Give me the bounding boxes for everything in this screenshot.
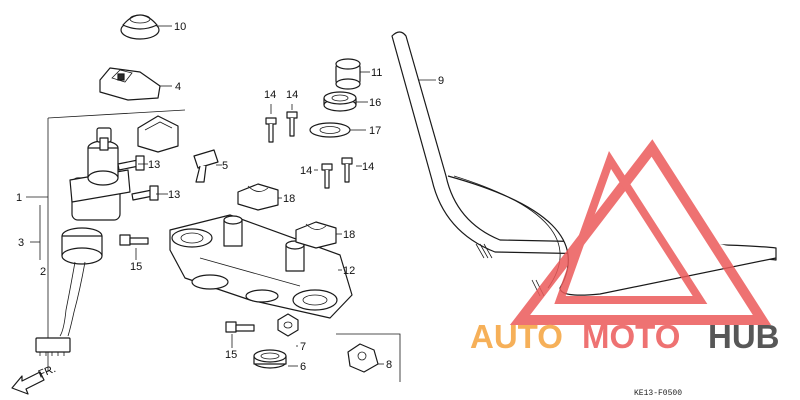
part-15-bolt-lower — [225, 321, 255, 333]
callout-18-upper: 18 — [283, 193, 295, 205]
part-15-bolt-upper — [119, 234, 149, 246]
part-17-washer — [309, 122, 351, 138]
part-3-contact-base — [35, 227, 103, 356]
watermark-text-moto: MOTO — [582, 318, 680, 355]
part-14-bolt-d — [341, 157, 353, 183]
watermark-text-auto: AUTO — [470, 318, 563, 355]
callout-14-a: 14 — [264, 89, 276, 101]
callout-14-c: 14 — [300, 165, 312, 177]
callout-4: 4 — [175, 81, 181, 93]
callout-15-lower: 15 — [225, 349, 237, 361]
part-7-nut — [277, 313, 299, 337]
callout-2: 2 — [40, 266, 46, 278]
callout-9: 9 — [438, 75, 444, 87]
part-12-top-bridge — [169, 214, 353, 319]
callout-18-lower: 18 — [343, 229, 355, 241]
callout-7: 7 — [300, 341, 306, 353]
part-5-key — [193, 149, 219, 183]
part-18-holder-upper — [237, 183, 279, 211]
part-16-nut — [323, 91, 357, 112]
direction-label: FR. — [37, 363, 58, 381]
part-13-screw-lower — [131, 185, 159, 201]
leader-lines — [26, 25, 436, 367]
callouts: 10 4 1 2 3 13 13 5 14 14 14 14 11 16 17 … — [16, 21, 444, 373]
callout-1: 1 — [16, 192, 22, 204]
watermark-triangle-inner — [554, 150, 708, 304]
callout-16: 16 — [369, 97, 381, 109]
watermark: AUTO MOTO HUB — [470, 139, 780, 355]
callout-5: 5 — [222, 160, 228, 172]
callout-15-upper: 15 — [130, 261, 142, 273]
part-14-bolt-c — [321, 163, 333, 189]
part-14-bolt-a — [265, 117, 277, 143]
callout-8: 8 — [386, 359, 392, 371]
callout-3: 3 — [18, 237, 24, 249]
callout-13-lower: 13 — [168, 189, 180, 201]
callout-6: 6 — [300, 361, 306, 373]
callout-14-d: 14 — [362, 161, 374, 173]
part-4-cover — [99, 67, 161, 101]
ignition-group-bracket — [39, 109, 186, 372]
front-direction-indicator: FR. — [11, 363, 58, 395]
part-10-cap — [120, 14, 160, 40]
part-switch-box — [137, 115, 179, 153]
part-11-cap-nut — [335, 58, 361, 90]
part-14-bolt-b — [286, 111, 298, 137]
part-1-ignition-switch — [69, 127, 131, 221]
part-8-clamp — [336, 333, 401, 382]
callout-13-upper: 13 — [148, 159, 160, 171]
callout-17: 17 — [369, 125, 381, 137]
part-13-screw-upper — [117, 155, 145, 171]
watermark-text-hub: HUB — [708, 318, 780, 355]
callout-12: 12 — [343, 265, 355, 277]
callout-14-b: 14 — [286, 89, 298, 101]
arrow-left-icon — [11, 371, 45, 395]
callout-10: 10 — [174, 21, 186, 33]
part-6-ring — [253, 349, 287, 369]
part-18-holder-lower — [295, 221, 337, 249]
callout-11: 11 — [371, 67, 382, 79]
diagram-code: KE13-F0500 — [634, 389, 682, 398]
